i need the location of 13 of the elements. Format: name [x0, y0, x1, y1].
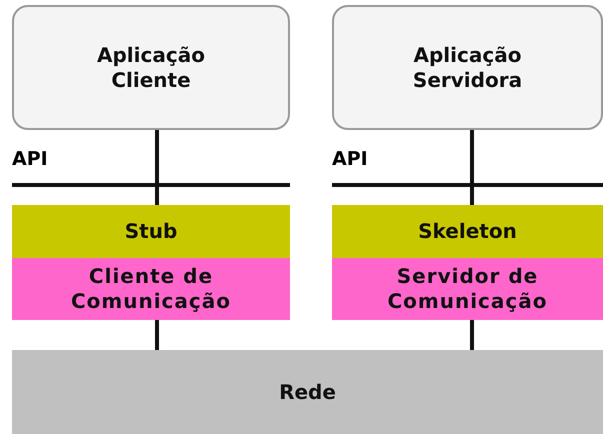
layer-box: Stub: [12, 205, 290, 258]
layer-box: Skeleton: [332, 205, 603, 258]
api-label: API: [332, 148, 368, 170]
connector-line: [470, 130, 474, 205]
connector-line: [155, 130, 159, 205]
network-box: Rede: [12, 350, 603, 434]
api-label: API: [12, 148, 48, 170]
connector-line: [155, 320, 159, 350]
application-box: Aplicação Cliente: [12, 5, 290, 130]
layer-box: Cliente de Comunicação: [12, 258, 290, 320]
connector-line: [470, 320, 474, 350]
application-box: Aplicação Servidora: [332, 5, 603, 130]
layer-box: Servidor de Comunicação: [332, 258, 603, 320]
